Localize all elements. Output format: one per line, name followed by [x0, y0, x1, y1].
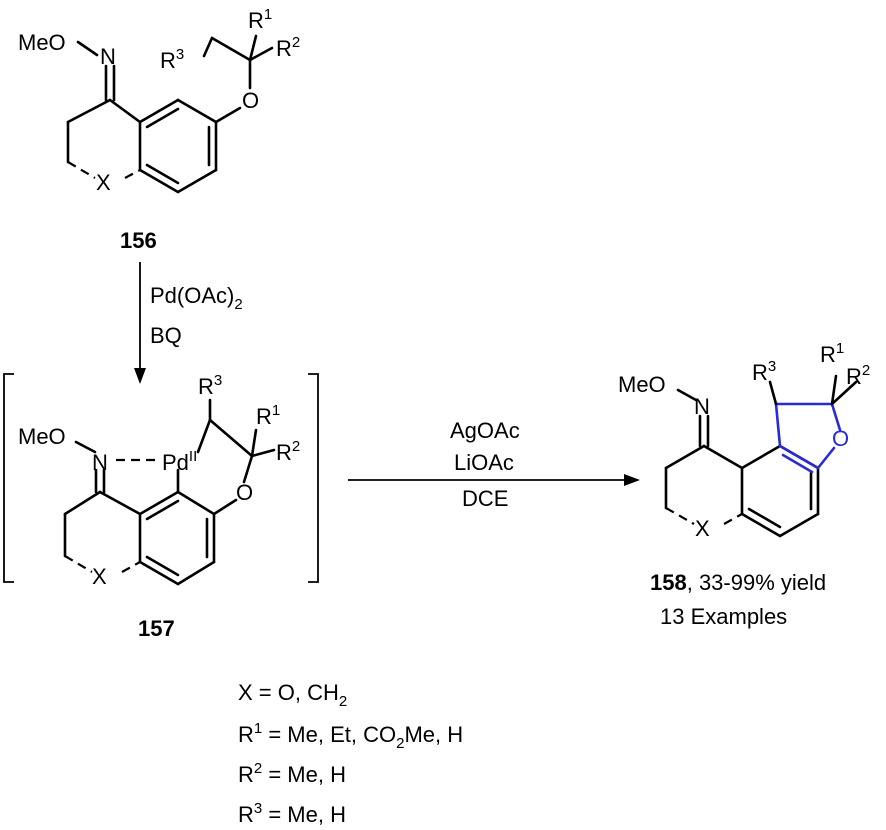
compound-157-structure	[63, 398, 276, 586]
step2-solvent-dce: DCE	[462, 486, 508, 511]
r3-label-156: R3	[160, 46, 184, 73]
r2-label-157: R2	[276, 438, 300, 465]
step1-reagent-bq: BQ	[150, 323, 182, 348]
r1-label-156: R1	[248, 6, 272, 33]
step2-arrow	[348, 474, 640, 486]
r1-label-157: R1	[256, 402, 280, 429]
step1-reagent-pd: Pd(OAc)2	[150, 283, 243, 313]
condition-r2-definition: R2 = Me, H	[238, 760, 346, 787]
palladium-label-157: PdII	[162, 448, 197, 475]
ring-x-label-158: X	[695, 516, 710, 541]
new-dihydrofuran-ring	[774, 402, 842, 474]
r1-label-158: R1	[820, 340, 844, 367]
intermediate-brackets	[3, 373, 319, 583]
compound-number-157: 157	[138, 616, 175, 641]
step1-arrow	[134, 262, 146, 384]
oxime-methoxy-label-157: MeO	[18, 424, 66, 449]
compound-158-substituent-bonds	[768, 374, 858, 406]
product-yield-line: 158, 33-99% yield	[650, 570, 826, 595]
r3-label-158: R3	[752, 358, 776, 385]
ether-oxygen-label-157: O	[236, 480, 253, 505]
r2-label-156: R2	[276, 34, 300, 61]
compound-number-158: 158	[650, 570, 687, 595]
oxime-nitrogen-label-158: N	[694, 394, 710, 419]
step2-reagent-agoac: AgOAc	[450, 418, 520, 443]
compound-156-structure	[66, 34, 274, 194]
ring-x-label-156: X	[96, 170, 111, 195]
ether-oxygen-label-156: O	[242, 88, 259, 113]
oxime-methoxy-label-158: MeO	[618, 372, 666, 397]
condition-x-definition: X = O, CH2	[238, 680, 347, 710]
product-yield-text: , 33-99% yield	[687, 570, 826, 595]
oxime-methoxy-label-156: MeO	[18, 30, 66, 55]
furan-oxygen-label-158: O	[832, 426, 849, 451]
step2-reagent-lioac: LiOAc	[454, 450, 514, 475]
condition-r3-definition: R3 = Me, H	[238, 800, 346, 827]
ring-x-label-157: X	[92, 564, 107, 589]
oxime-nitrogen-label-157: N	[92, 450, 108, 475]
compound-number-156: 156	[120, 228, 157, 253]
r2-label-158: R2	[846, 362, 870, 389]
condition-r1-definition: R1 = Me, Et, CO2Me, H	[238, 720, 463, 752]
oxime-nitrogen-label-156: N	[100, 44, 116, 69]
r3-label-157: R3	[198, 372, 222, 399]
product-examples-count: 13 Examples	[660, 604, 787, 629]
